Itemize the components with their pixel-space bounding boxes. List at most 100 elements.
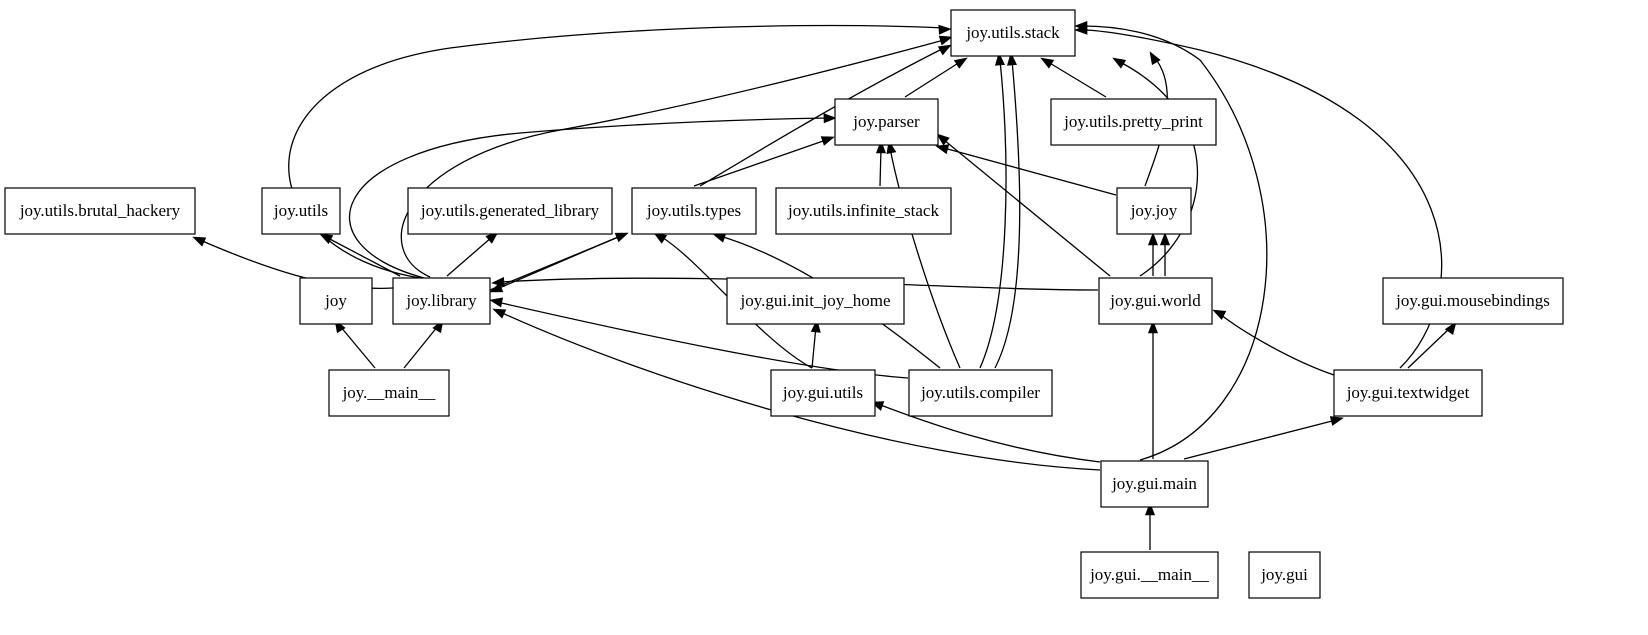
edge-arrowhead [1149,51,1161,66]
edge-arrowhead [953,57,968,69]
node-box[interactable] [950,9,1076,57]
graph-node-joy-library[interactable]: joy.library [392,277,491,325]
node-box[interactable] [770,369,876,417]
node-label: joy.__main__ [342,383,436,402]
edge-arrowhead [936,133,950,146]
edge-arrowhead [492,308,507,319]
edge-line [1119,61,1199,277]
edge-arrowhead [1074,20,1088,32]
node-label: joy.gui.world [1109,291,1201,310]
graph-node-joy-gui-main[interactable]: joy.gui.main [1100,460,1209,508]
edge-line [400,39,945,278]
node-label: joy.utils.compiler [920,383,1040,402]
edge-arrowhead [810,319,821,333]
node-box[interactable] [631,187,757,235]
node-box[interactable] [328,369,450,417]
edge-arrowhead [1144,502,1156,516]
node-box[interactable] [1098,277,1213,325]
edge-arrowhead [712,233,727,243]
graph-node-joy-gui---main--[interactable]: joy.gui.__main__ [1080,551,1219,599]
graph-node-joy-parser[interactable]: joy.parser [834,98,939,146]
graph-node-joy-utils[interactable]: joy.utils [261,187,341,235]
edge-arrowhead [875,140,887,154]
node-box[interactable] [4,187,196,235]
node-box[interactable] [1050,98,1217,146]
edge-arrowhead [820,136,835,146]
edge-arrowhead [1147,320,1159,334]
node-box[interactable] [834,98,939,146]
node-box[interactable] [1382,277,1564,325]
graph-node-joy-gui-mousebindings[interactable]: joy.gui.mousebindings [1382,277,1564,325]
graph-node-joy-gui-textwidget[interactable]: joy.gui.textwidget [1333,369,1483,417]
graph-node-joy-utils-stack[interactable]: joy.utils.stack [950,9,1076,57]
graph-node-joy-utils-types[interactable]: joy.utils.types [631,187,757,235]
graph-node-joy-utils-infinite-stack[interactable]: joy.utils.infinite_stack [775,187,952,235]
graph-node-joy-gui-init-joy-home[interactable]: joy.gui.init_joy_home [726,277,905,325]
node-box[interactable] [775,187,952,235]
edge-line [904,61,961,98]
graph-edge [1147,232,1159,276]
node-label: joy.gui.textwidget [1346,383,1470,402]
graph-edge [1144,502,1156,550]
node-box[interactable] [1116,187,1192,235]
edge-arrowhead [1040,57,1055,69]
graph-node-joy-joy[interactable]: joy.joy [1116,187,1192,235]
graph-edge [446,231,499,277]
node-box[interactable] [1080,551,1219,599]
graph-edge [1112,57,1199,277]
graph-edge [319,233,401,277]
edge-line [699,47,945,187]
edge-arrowhead [319,233,334,245]
node-label: joy.gui [1260,565,1308,584]
edge-line [325,236,401,277]
edge-arrowhead [823,113,837,124]
edge-line [879,147,882,187]
graph-node-joy-gui[interactable]: joy.gui [1248,551,1321,599]
graph-edge [1407,321,1457,369]
graph-node-joy-utils-brutal-hackery[interactable]: joy.utils.brutal_hackery [4,187,196,235]
node-box[interactable] [1248,551,1321,599]
edge-line [889,147,961,369]
edge-line [1081,25,1268,461]
graph-edge [1040,57,1107,98]
edge-arrowhead [1212,309,1227,321]
node-label: joy.library [405,291,477,310]
edge-line [811,325,817,369]
edge-line [349,117,828,279]
edge-line [496,233,626,290]
node-box[interactable] [1100,460,1209,508]
node-box[interactable] [392,277,491,325]
node-box[interactable] [908,369,1053,417]
node-box[interactable] [1333,369,1483,417]
graph-node-joy-utils-compiler[interactable]: joy.utils.compiler [908,369,1053,417]
graph-node-joy[interactable]: joy [299,277,373,325]
graph-node-joy-utils-generated-library[interactable]: joy.utils.generated_library [407,187,613,235]
node-box[interactable] [407,187,613,235]
graph-node-joy-utils-pretty-print[interactable]: joy.utils.pretty_print [1050,98,1217,146]
edge-line [1219,313,1335,376]
graph-edge [693,136,835,187]
node-box[interactable] [299,277,373,325]
edge-arrowhead [937,44,952,56]
node-label: joy.gui.utils [782,383,863,402]
edge-line [994,59,1021,369]
node-label: joy.utils.brutal_hackery [19,201,181,220]
edge-arrowhead [1147,232,1159,246]
node-box[interactable] [726,277,905,325]
node-box[interactable] [261,187,341,235]
node-label: joy.gui.init_joy_home [739,291,890,310]
edge-arrowhead [1329,416,1344,426]
graph-node-joy-gui-utils[interactable]: joy.gui.utils [770,369,876,417]
edge-arrowhead [938,24,952,35]
graph-node-joy-gui-world[interactable]: joy.gui.world [1098,277,1213,325]
edge-line [877,403,1101,463]
node-label: joy.gui.main [1111,474,1197,493]
node-label: joy.utils.types [646,201,741,220]
edge-line [1047,61,1107,98]
graph-edge [349,113,837,279]
graph-edge [1147,320,1159,459]
node-label: joy.utils.pretty_print [1063,112,1203,131]
graph-node-joy---main--[interactable]: joy.__main__ [328,369,450,417]
edge-line [446,236,493,277]
